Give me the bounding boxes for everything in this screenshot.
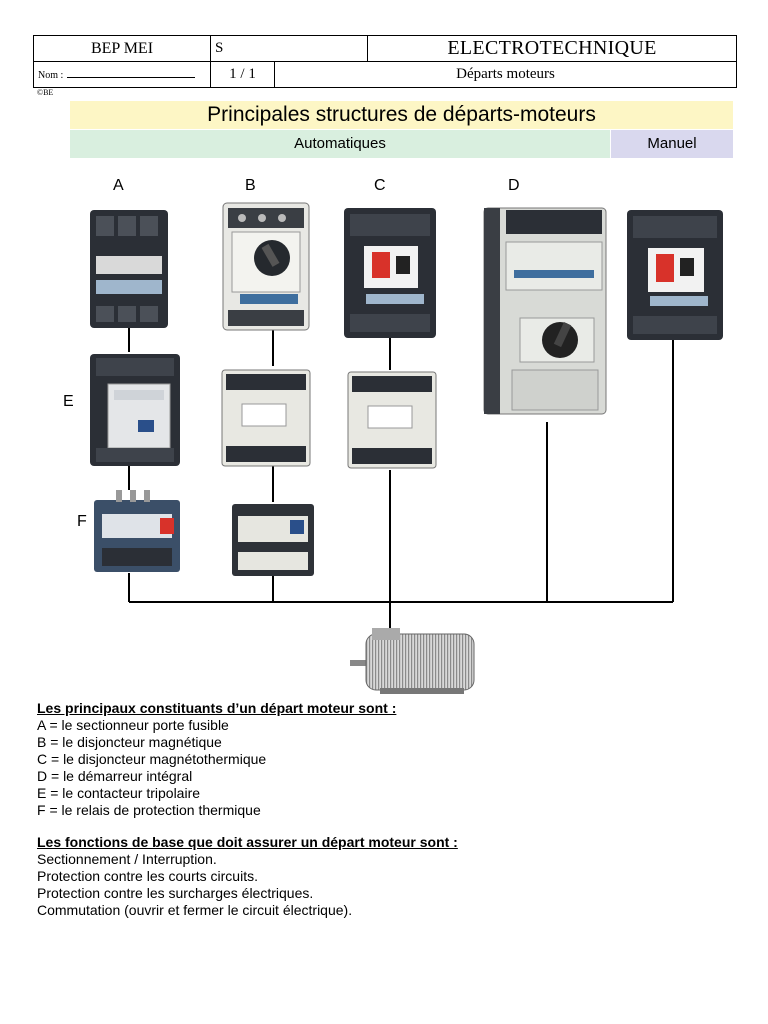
page-number: 1 / 1 bbox=[210, 61, 275, 88]
manual-heading: Manuel bbox=[611, 130, 733, 158]
copyright: ©BE bbox=[37, 88, 54, 97]
main-title: Principales structures de départs-moteur… bbox=[70, 101, 733, 129]
label-b: B bbox=[245, 177, 256, 194]
course-name: BEP MEI bbox=[33, 35, 211, 62]
integral-starter-icon bbox=[483, 207, 607, 415]
functions-heading: Les fonctions de base que doit assurer u… bbox=[37, 834, 458, 850]
wiring bbox=[128, 328, 674, 634]
nom-label: Nom : bbox=[38, 69, 64, 81]
function-item: Protection contre les surcharges électri… bbox=[37, 885, 314, 901]
nom-line bbox=[67, 69, 196, 78]
function-item: Commutation (ouvrir et fermer le circuit… bbox=[37, 902, 353, 918]
label-f: F bbox=[77, 513, 87, 530]
fuse-disconnector-icon bbox=[90, 210, 168, 328]
magnetic-breaker-icon bbox=[222, 202, 310, 331]
functions-section: Les fonctions de base que doit assurer u… bbox=[37, 834, 458, 919]
constituent-item: B = le disjoncteur magnétique bbox=[37, 734, 222, 750]
constituent-item: F = le relais de protection thermique bbox=[37, 802, 261, 818]
section-code: S bbox=[210, 35, 368, 62]
label-c: C bbox=[374, 177, 386, 194]
mini-contactor-icon bbox=[347, 371, 437, 469]
function-item: Sectionnement / Interruption. bbox=[37, 851, 217, 867]
motor-icon bbox=[350, 628, 475, 694]
magnetothermal-breaker-icon bbox=[344, 208, 436, 338]
mini-contactor-icon bbox=[221, 369, 311, 467]
label-e: E bbox=[63, 393, 74, 410]
constituents-section: Les principaux constituants d’un départ … bbox=[37, 700, 396, 819]
motor-starter-diagram bbox=[90, 202, 723, 694]
header-table: BEP MEI S ELECTROTECHNIQUE Nom : 1 / 1 D… bbox=[33, 35, 737, 88]
constituents-heading: Les principaux constituants d’un départ … bbox=[37, 700, 397, 716]
manual-breaker-icon bbox=[627, 210, 723, 340]
constituent-item: E = le contacteur tripolaire bbox=[37, 785, 201, 801]
nom-field: Nom : bbox=[33, 61, 211, 88]
contactor-icon bbox=[90, 354, 180, 466]
constituent-item: C = le disjoncteur magnétothermique bbox=[37, 751, 267, 767]
thermal-relay-icon bbox=[94, 490, 180, 572]
thermal-relay-icon bbox=[232, 504, 314, 576]
constituent-item: D = le démarreur intégral bbox=[37, 768, 193, 784]
constituent-item: A = le sectionneur porte fusible bbox=[37, 717, 229, 733]
automatic-heading: Automatiques bbox=[70, 130, 610, 158]
document-title: Départs moteurs bbox=[274, 61, 737, 88]
function-item: Protection contre les courts circuits. bbox=[37, 868, 258, 884]
label-a: A bbox=[113, 177, 124, 194]
label-d: D bbox=[508, 177, 520, 194]
subject-title: ELECTROTECHNIQUE bbox=[367, 35, 737, 62]
